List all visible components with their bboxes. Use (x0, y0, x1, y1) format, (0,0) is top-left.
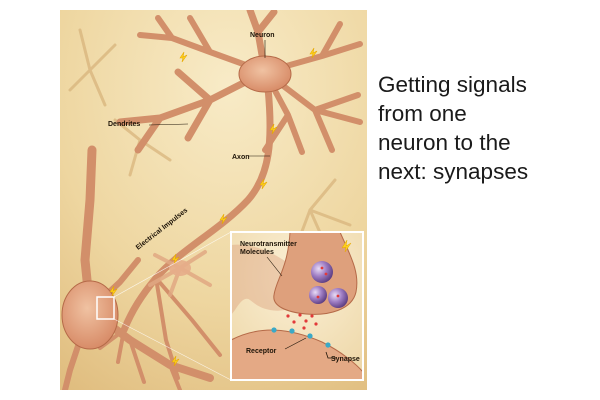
vesicle (328, 288, 348, 308)
neuron-diagram: Neuron Dendrites Axon Electrical Impulse… (60, 10, 367, 390)
slide-text-line-1: Getting signals (378, 72, 527, 97)
lower-neuron-soma (61, 280, 119, 350)
label-neuron: Neuron (250, 32, 275, 39)
middle-neuron (148, 250, 212, 297)
synapse-highlight-box (96, 296, 115, 320)
synapse-inset (230, 231, 364, 381)
label-dendrites: Dendrites (108, 121, 140, 128)
neuron-synapse-illustration: Neuron Dendrites Axon Electrical Impulse… (60, 10, 367, 390)
slide-text-line-4: next: synapses (378, 159, 529, 184)
slide-text-line-3: neuron to the (378, 130, 511, 155)
neurotransmitter-molecules (286, 266, 340, 330)
slide-text: Getting signals from one neuron to the n… (378, 70, 588, 186)
label-synapse: Synapse (331, 356, 360, 363)
synapse-bracket (325, 351, 336, 359)
background-neurons (68, 28, 352, 257)
label-neurotransmitter-line2: Molecules (240, 249, 274, 256)
label-leaders (148, 40, 307, 350)
vesicle (311, 261, 333, 283)
electrical-impulse-sparks (109, 47, 318, 367)
zoom-guide-lines (113, 231, 232, 381)
receptor-sites (271, 327, 331, 348)
vesicle (309, 286, 327, 304)
label-receptor: Receptor (246, 348, 277, 355)
slide-text-line-2: from one (378, 101, 467, 126)
top-neuron-soma (238, 55, 292, 93)
middle-neuron-soma (169, 260, 191, 276)
label-neurotransmitter-line1: Neurotransmitter (240, 241, 297, 248)
label-axon: Axon (232, 154, 250, 161)
inset-spark (341, 239, 352, 253)
